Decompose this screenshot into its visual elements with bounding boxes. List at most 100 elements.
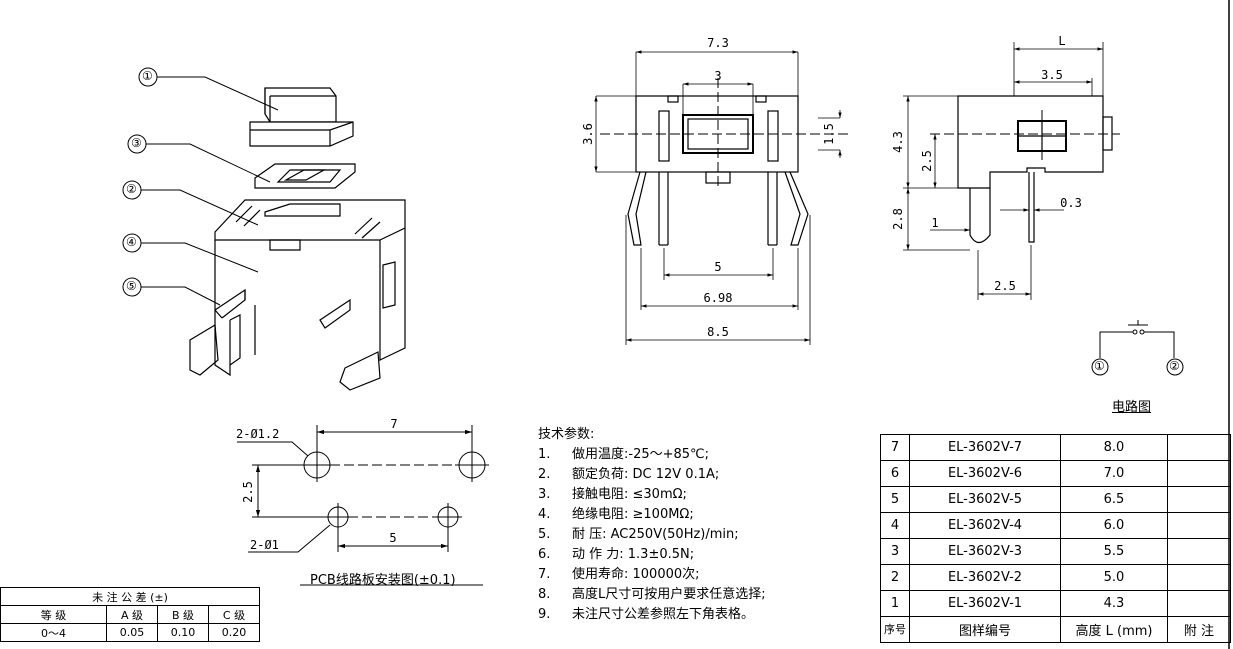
tol-header-b: B 级 [157, 605, 209, 624]
cell-note [1167, 486, 1231, 513]
dim-side-bottom: 2.5 [994, 279, 1016, 293]
dim-top-inner: 3 [714, 69, 721, 83]
dim-side-depth: 3.5 [1041, 68, 1063, 82]
tech-item-text: 动 作 力: 1.3±0.5N; [572, 547, 695, 562]
pcb-layout [237, 425, 489, 586]
cell-seq: 5 [880, 486, 910, 513]
tech-item-num: 5. [538, 527, 551, 542]
cell-seq: 2 [880, 564, 910, 591]
circuit-diagram [1091, 320, 1184, 376]
exploded-view [189, 87, 406, 391]
cell-height: 5.0 [1060, 564, 1168, 591]
tol-header-a: A 级 [106, 605, 158, 624]
header-note: 附 注 [1167, 616, 1231, 643]
cell-note [1167, 538, 1231, 565]
callout-leaders [141, 76, 279, 306]
tol-a: 0.05 [106, 623, 158, 642]
cell-note [1167, 460, 1231, 487]
tech-item: 6. 动 作 力: 1.3±0.5N; [538, 545, 766, 565]
tech-item: 7. 使用寿命: 100000次; [538, 565, 766, 585]
tech-item: 4.绝缘电阻: ≥100MΩ; [538, 505, 766, 525]
dim-side-1: 1 [931, 216, 938, 230]
cell-seq: 4 [880, 512, 910, 539]
circuit-caption: 电路图 [1112, 400, 1152, 415]
dim-total-width: 8.5 [707, 325, 729, 339]
pcb-hole-small: 2-Ø1 [250, 538, 279, 552]
tech-params: 技术参数: 1. 做用温度:-25～+85℃; 2.额定负荷: DC 12V 0.… [538, 425, 766, 625]
header-seq: 序号 [880, 616, 910, 643]
cell-note [1167, 512, 1231, 539]
tech-title: 技术参数: [538, 427, 595, 442]
pcb-hole-large: 2-Ø1.2 [236, 427, 279, 441]
cell-model: EL-3602V-1 [909, 590, 1061, 617]
tech-item: 3.接触电阻: ≤30mΩ; [538, 485, 766, 505]
tech-item-num: 2. [538, 467, 551, 482]
tol-header-c: C 级 [208, 605, 260, 624]
tech-item: 8. 高度L尺寸可按用户要求任意选择; [538, 585, 766, 605]
cell-note [1167, 590, 1231, 617]
tech-item: 2.额定负荷: DC 12V 0.1A; [538, 465, 766, 485]
pcb-vertical: 2.5 [241, 481, 255, 503]
side-view [957, 95, 1113, 244]
cell-height: 8.0 [1060, 434, 1168, 461]
dim-top-height: 3.6 [581, 123, 595, 145]
side-dim-lines [903, 42, 1104, 300]
cell-height: 6.0 [1060, 512, 1168, 539]
callout-1: ① [142, 69, 153, 83]
tol-b: 0.10 [157, 623, 209, 642]
cell-seq: 1 [880, 590, 910, 617]
cell-model: EL-3602V-2 [909, 564, 1061, 591]
cell-seq: 6 [880, 460, 910, 487]
cell-note [1167, 564, 1231, 591]
tolerance-row: 0～4 0.05 0.10 0.20 [0, 623, 260, 642]
callout-5: ⑤ [126, 279, 137, 293]
tech-item-text: 高度L尺寸可按用户要求任意选择; [572, 587, 766, 602]
dim-pin-pitch: 5 [714, 260, 721, 274]
dim-pin-span: 6.98 [704, 291, 733, 305]
tech-item: 9.未注尺寸公差参照左下角表格。 [538, 605, 766, 625]
circuit-node-1: ① [1094, 359, 1105, 373]
pcb-pitch-bottom: 5 [389, 531, 396, 545]
tech-item-num: 7. [538, 567, 551, 582]
cell-model: EL-3602V-3 [909, 538, 1061, 565]
cell-height: 7.0 [1060, 460, 1168, 487]
tech-item-num: 3. [538, 487, 551, 502]
callout-4: ④ [126, 235, 137, 249]
tech-item-text: 绝缘电阻: ≥100MΩ; [572, 507, 694, 522]
tolerance-header-row: 等 级 A 级 B 级 C 级 [0, 605, 260, 624]
tech-item: 5. 耐 压: AC250V(50Hz)/min; [538, 525, 766, 545]
cell-seq: 3 [880, 538, 910, 565]
pcb-pitch-top: 7 [390, 417, 397, 431]
callout-2: ② [126, 182, 137, 196]
front-centerlines [600, 78, 850, 190]
dim-top-width: 7.3 [707, 36, 729, 50]
tech-item-num: 6. [538, 547, 551, 562]
tolerance-table: 未 注 公 差 (±) 等 级 A 级 B 级 C 级 0～4 0.05 0.1… [0, 587, 260, 642]
circuit-node-2: ② [1169, 359, 1180, 373]
front-dim-lines [594, 50, 842, 345]
tech-item-num: 1. [538, 447, 551, 462]
side-centerlines [930, 110, 1120, 160]
tech-item-text: 使用寿命: 100000次; [572, 567, 700, 582]
dim-side-L: L [1058, 34, 1065, 48]
tolerance-title: 未 注 公 差 (±) [0, 587, 260, 606]
tech-item-text: 做用温度:-25～+85℃; [572, 447, 710, 462]
header-height: 高度 L (mm) [1060, 616, 1168, 643]
tech-item-text: 耐 压: AC250V(50Hz)/min; [572, 527, 739, 542]
tol-header-grade: 等 级 [0, 605, 107, 624]
cell-height: 6.5 [1060, 486, 1168, 513]
dim-side-height: 4.3 [891, 131, 905, 153]
cell-model: EL-3602V-5 [909, 486, 1061, 513]
cell-model: EL-3602V-6 [909, 460, 1061, 487]
tech-item-num: 9. [538, 607, 551, 622]
tech-item-num: 8. [538, 587, 551, 602]
cell-height: 4.3 [1060, 590, 1168, 617]
